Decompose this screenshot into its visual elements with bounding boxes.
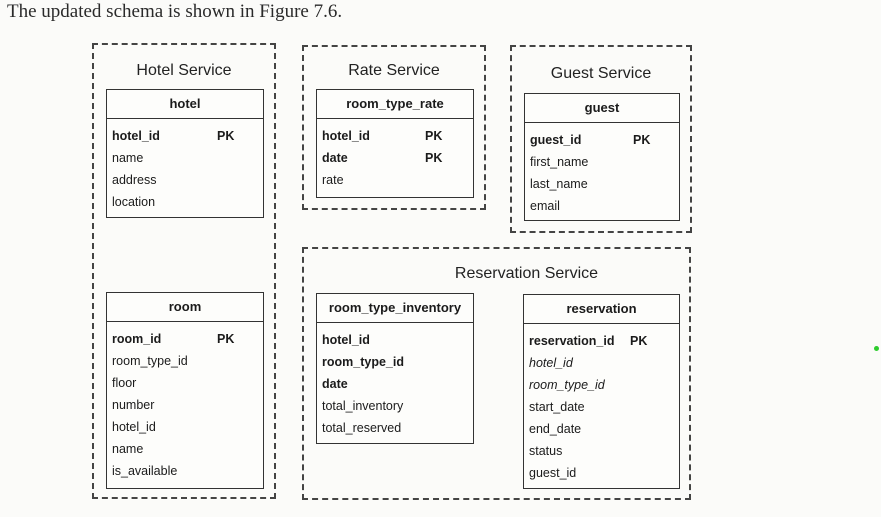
primary-key-badge: PK — [217, 332, 235, 346]
field-label: status — [529, 444, 563, 458]
room-type-inventory-field: hotel_id — [317, 329, 473, 351]
field-label: floor — [112, 376, 137, 390]
rate-service-title: Rate Service — [348, 62, 440, 79]
room-type-inventory-field: total_reserved — [317, 417, 473, 439]
field-label: room_id — [112, 332, 162, 346]
hotel-table: hotel hotel_id PK name address location — [106, 89, 264, 218]
room-field: hotel_id — [107, 416, 263, 438]
guest-table-name: guest — [525, 94, 679, 123]
primary-key-badge: PK — [425, 129, 443, 143]
primary-key-badge: PK — [217, 129, 235, 143]
field-label: number — [112, 398, 155, 412]
field-label: hotel_id — [322, 129, 370, 143]
guest-field: last_name — [525, 173, 679, 195]
primary-key-badge: PK — [630, 334, 648, 348]
field-label: total_reserved — [322, 421, 402, 435]
primary-key-badge: PK — [425, 151, 443, 165]
field-label: name — [112, 442, 144, 456]
hotel-field: hotel_id PK — [107, 125, 263, 147]
room-field: floor — [107, 372, 263, 394]
hotel-field: location — [107, 191, 263, 213]
room-table-name: room — [107, 293, 263, 322]
field-label: start_date — [529, 400, 585, 414]
guest-field: first_name — [525, 151, 679, 173]
room-type-inventory-field: total_inventory — [317, 395, 473, 417]
field-label: hotel_id — [112, 129, 160, 143]
field-label: guest_id — [530, 133, 582, 147]
room-field: is_available — [107, 460, 263, 482]
field-label: hotel_id — [529, 356, 573, 370]
field-label: guest_id — [529, 466, 577, 480]
guest-field: guest_id PK — [525, 129, 679, 151]
guest-field: email — [525, 195, 679, 217]
reservation-field: status — [524, 440, 679, 462]
field-label: room_type_id — [112, 354, 188, 368]
field-label: location — [112, 195, 156, 209]
field-label: address — [112, 173, 157, 187]
room-field: name — [107, 438, 263, 460]
field-label: is_available — [112, 464, 178, 478]
green-dot — [874, 346, 879, 351]
reservation-field: hotel_id — [524, 352, 679, 374]
room-type-inventory-field: room_type_id — [317, 351, 473, 373]
caption: The updated schema is shown in Figure 7.… — [7, 1, 343, 22]
field-label: reservation_id — [529, 334, 615, 348]
room-type-inventory-table-name: room_type_inventory — [317, 294, 473, 323]
room-type-rate-field: hotel_id PK — [317, 125, 473, 147]
room-field: number — [107, 394, 263, 416]
room-field: room_id PK — [107, 328, 263, 350]
field-label: room_type_id — [529, 378, 605, 392]
field-label: room_type_id — [322, 355, 404, 369]
hotel-service-title: Hotel Service — [136, 62, 232, 79]
room-type-rate-field: date PK — [317, 147, 473, 169]
field-label: hotel_id — [112, 420, 156, 434]
field-label: total_inventory — [322, 399, 404, 413]
reservation-field: end_date — [524, 418, 679, 440]
room-field: room_type_id — [107, 350, 263, 372]
room-type-inventory-field: date — [317, 373, 473, 395]
field-label: hotel_id — [322, 333, 370, 347]
room-type-rate-table-name: room_type_rate — [317, 90, 473, 119]
reservation-service-title: Reservation Service — [454, 265, 599, 282]
field-label: rate — [322, 173, 344, 187]
field-label: date — [322, 151, 348, 165]
reservation-field: guest_id — [524, 462, 679, 484]
reservation-table: reservation reservation_id PK hotel_id room_… — [523, 294, 680, 489]
hotel-field-list: hotel_id PK name address location — [107, 119, 263, 213]
field-label: end_date — [529, 422, 582, 436]
field-label: date — [322, 377, 348, 391]
field-label: first_name — [530, 155, 589, 169]
reservation-field: start_date — [524, 396, 679, 418]
room-type-rate-field: rate — [317, 169, 473, 191]
field-label: email — [530, 199, 560, 213]
reservation-field: room_type_id — [524, 374, 679, 396]
hotel-field: address — [107, 169, 263, 191]
primary-key-badge: PK — [633, 133, 651, 147]
hotel-field: name — [107, 147, 263, 169]
guest-service-title: Guest Service — [550, 65, 652, 82]
hotel-table-name: hotel — [107, 90, 263, 119]
field-label: name — [112, 151, 144, 165]
reservation-field: reservation_id PK — [524, 330, 679, 352]
reservation-table-name: reservation — [524, 295, 679, 324]
field-label: last_name — [530, 177, 588, 191]
